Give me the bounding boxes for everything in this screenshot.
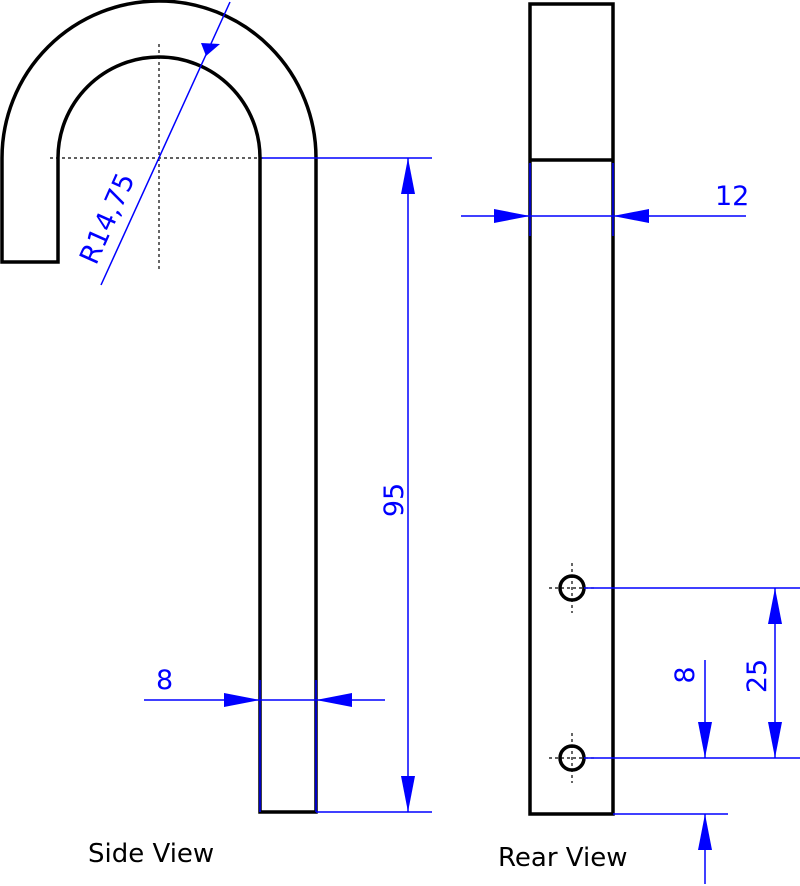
width-arrow-right	[613, 209, 649, 223]
width-dimension: 12	[461, 163, 749, 236]
rear-view: 12 25 8 Rear View	[461, 2, 800, 884]
thickness-dimension: 8	[144, 665, 385, 812]
spacing-arrow-top	[768, 588, 782, 624]
height-label: 95	[379, 483, 410, 517]
radius-dimension: R14,75	[74, 1, 231, 286]
hook-outline	[0, 0, 318, 814]
width-label: 12	[715, 181, 749, 212]
width-arrow-left	[494, 209, 530, 223]
radius-arrowhead	[201, 43, 220, 56]
offset-arrow-top	[698, 722, 712, 758]
height-arrow-top	[401, 158, 415, 194]
thickness-label: 8	[156, 665, 173, 696]
height-arrow-bottom	[401, 776, 415, 812]
rear-view-caption: Rear View	[498, 843, 627, 873]
hole-offset-dimension: 8	[613, 660, 728, 884]
offset-arrow-bottom	[698, 814, 712, 850]
spacing-arrow-bottom	[768, 722, 782, 758]
spacing-label: 25	[742, 659, 773, 693]
hole-spacing-dimension: 25	[584, 587, 800, 759]
bar-outline	[528, 2, 615, 816]
height-dimension: 95	[262, 157, 432, 813]
offset-label: 8	[670, 666, 701, 683]
side-view-caption: Side View	[88, 839, 214, 869]
side-view: R14,75 95 8 Side View	[0, 0, 432, 869]
thickness-arrow-right	[316, 693, 352, 707]
thickness-arrow-left	[224, 693, 260, 707]
